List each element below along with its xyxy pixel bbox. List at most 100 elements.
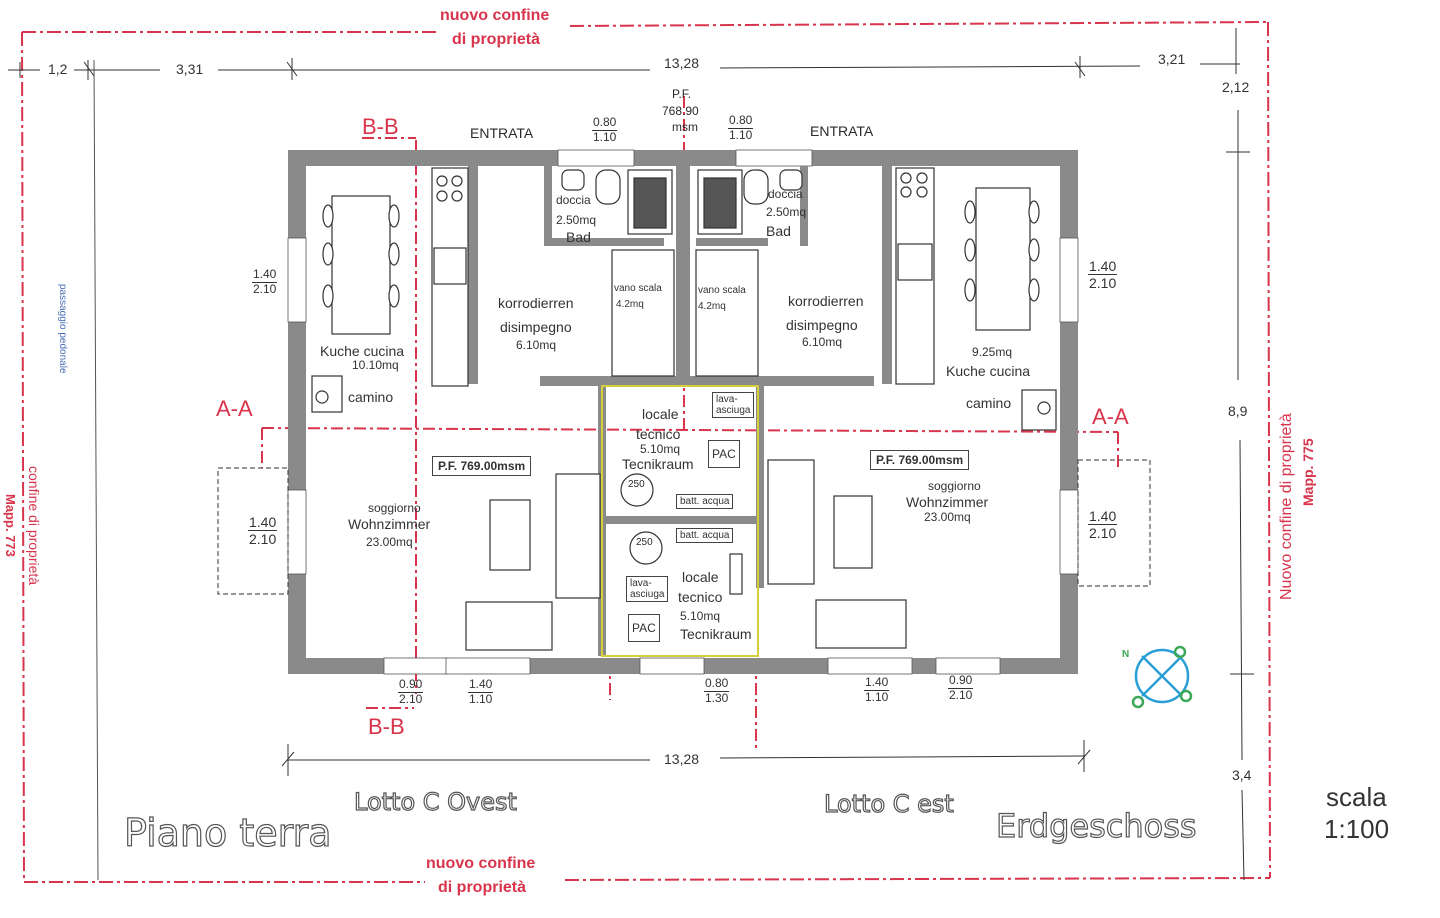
entrance-level-2: 768.90	[662, 104, 699, 118]
scale-value: 1:100	[1324, 814, 1390, 844]
lot-west-title: Lotto C Ovest	[353, 788, 517, 816]
e-corridor-de: korrodierren	[788, 293, 864, 309]
t2-area: 5.10mq	[680, 609, 721, 623]
terraces	[217, 459, 1151, 595]
property-top-line2: di proprietà	[452, 31, 541, 48]
e-corridor-area: 6.10mq	[802, 335, 843, 349]
entrance-level-3: msm	[672, 120, 698, 134]
dim-top-2: 3,31	[176, 61, 204, 77]
furniture	[311, 167, 1057, 651]
e-stair: vano scala	[698, 285, 746, 296]
floor-title-de: Erdgeschoss	[995, 807, 1197, 845]
property-left-line2: Mapp. 773	[3, 494, 18, 557]
property-bottom-line1: nuovo confine	[426, 855, 536, 872]
t1-area: 5.10mq	[640, 442, 681, 456]
t2-name-it: locale	[682, 569, 719, 585]
e-kitchen-name: Kuche cucina	[946, 363, 1031, 379]
w-bath: Bad	[566, 229, 591, 245]
window-openings	[287, 149, 1079, 675]
property-left-line1: confine di proprietà	[26, 466, 42, 586]
e-kitchen-area: 9.25mq	[972, 345, 1013, 359]
t2-name-it2: tecnico	[678, 589, 723, 605]
entrance-level-1: P.F.	[672, 87, 692, 101]
t1-washer-dryer: lava-asciuga	[712, 392, 755, 418]
section-bb-top: B-B	[362, 114, 399, 139]
t2-tank: 250	[636, 537, 653, 548]
w-kitchen-name: Kuche cucina	[320, 343, 405, 359]
property-boundary	[21, 21, 1271, 883]
section-bb-bottom: B-B	[368, 714, 405, 739]
dim-top-3: 13,28	[664, 55, 700, 71]
t1-heat-pump: PAC	[708, 440, 740, 468]
w-shower: doccia	[556, 193, 591, 207]
pedestrian-path-line	[93, 59, 99, 881]
t2-heat-pump: PAC	[628, 614, 660, 642]
e-camino: camino	[966, 395, 1012, 411]
e-shower: doccia	[768, 187, 803, 201]
w-stair: vano scala	[614, 283, 662, 294]
e-living-area: 23.00mq	[924, 510, 971, 524]
property-right-line2: Mapp. 775	[1300, 438, 1316, 506]
e-living-level: P.F. 769.00msm	[870, 450, 970, 470]
e-stair-area: 4.2mq	[698, 301, 726, 312]
floor-title-it: Piano terra	[123, 811, 332, 855]
compass-rose	[1131, 645, 1193, 709]
t1-tank: 250	[628, 479, 645, 490]
w-stair-area: 4.2mq	[616, 299, 644, 310]
dim-bottom: 13,28	[664, 751, 700, 767]
dim-right-2: 8,9	[1228, 403, 1248, 419]
dim-top-1: 1,2	[48, 61, 68, 77]
t1-name-de: Tecnikraum	[622, 456, 694, 472]
lot-east-title: Lotto C est	[823, 790, 954, 818]
property-top-line1: nuovo confine	[440, 7, 550, 24]
t1-name-it: locale	[642, 406, 679, 422]
w-corridor-de: korrodierren	[498, 295, 574, 311]
entrance-east: ENTRATA	[810, 123, 874, 139]
e-corridor-it: disimpegno	[786, 317, 858, 333]
pedestrian-path-label: passaggio pedonale	[57, 284, 68, 374]
w-living-area: 23.00mq	[366, 535, 413, 549]
e-bath-area: 2.50mq	[766, 205, 807, 219]
section-aa-left: A-A	[216, 396, 253, 421]
scale-word: scala	[1326, 782, 1387, 812]
e-living-de: Wohnzimmer	[906, 494, 989, 510]
dim-right-3: 3,4	[1232, 767, 1252, 783]
entrance-west: ENTRATA	[470, 125, 534, 141]
w-living-level: P.F. 769.00msm	[432, 456, 532, 476]
compass-north-label: N	[1122, 649, 1130, 660]
w-living-it: soggiorno	[368, 501, 421, 515]
property-bottom-line2: di proprietà	[438, 879, 527, 896]
w-corridor-area: 6.10mq	[516, 338, 557, 352]
t2-washer-dryer: lava-asciuga	[626, 576, 669, 602]
w-bath-area: 2.50mq	[556, 213, 597, 227]
t1-water-battery: batt. acqua	[676, 494, 734, 509]
property-right-line1: Nuovo confine di proprietà	[1278, 413, 1295, 600]
w-camino: camino	[348, 389, 394, 405]
t1-name-it2: tecnico	[636, 426, 681, 442]
section-aa-right: A-A	[1092, 404, 1129, 429]
w-living-de: Wohnzimmer	[348, 516, 431, 532]
tech-room-outline	[601, 385, 759, 657]
w-corridor-it: disimpegno	[500, 319, 572, 335]
dim-right-1: 2,12	[1222, 79, 1250, 95]
t2-water-battery: batt. acqua	[676, 528, 734, 543]
e-living-it: soggiorno	[928, 479, 981, 493]
dimension-lines	[8, 28, 1254, 881]
inner-walls	[468, 166, 892, 656]
t2-name-de: Tecnikraum	[680, 626, 752, 642]
e-bath: Bad	[766, 223, 791, 239]
w-kitchen-area: 10.10mq	[352, 358, 399, 372]
dim-top-4: 3,21	[1158, 51, 1186, 67]
